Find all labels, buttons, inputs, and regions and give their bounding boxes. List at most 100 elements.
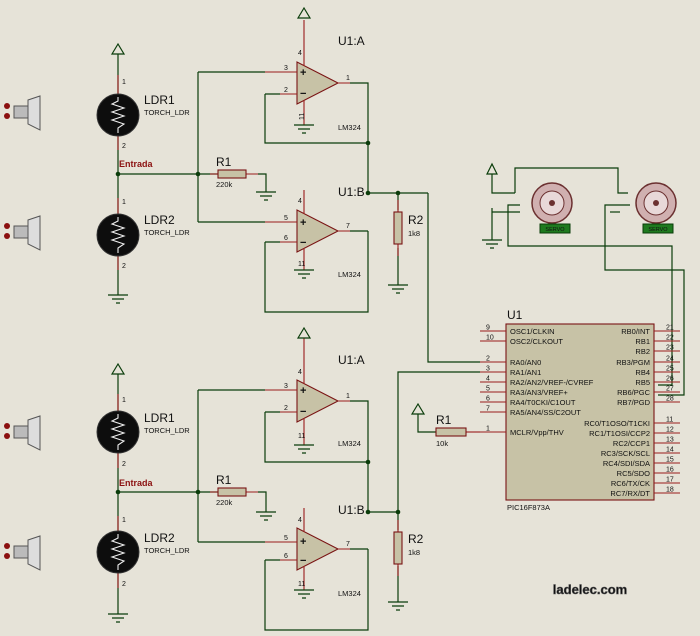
r2-value: 1k8 [408,548,420,557]
net-label-entrada: Entrada [119,478,154,488]
mcu-pin-25-label: RB4 [635,368,650,377]
ground-icon [294,589,314,599]
ldr2-name: LDR2 [144,213,175,227]
opamp-plus-sign: + [300,217,306,229]
ground-icon [108,613,128,623]
watermark-text: ladelec.com [553,582,627,597]
servo-1-label: SERVO [545,227,565,233]
r2-name: R2 [408,532,424,546]
mcu-pin-21-number: 21 [666,325,674,332]
u1a-pin-4: 4 [298,50,302,57]
mcu-pin-25-number: 25 [666,366,674,373]
mcu-pin-17-number: 17 [666,477,674,484]
ldr1-pin1: 1 [122,79,126,86]
torch-1[interactable] [4,95,41,131]
servo-1[interactable]: SERVO [531,182,573,234]
u1a-pin-3: 3 [284,383,288,390]
mcu-pin-3-label: RA1/AN1 [510,368,541,377]
u1b-pin-11: 11 [298,581,305,588]
opamp-u1a-symbol[interactable] [296,61,340,105]
u1a-name: U1:A [338,353,365,367]
u1b-pin-7: 7 [346,223,350,230]
u1b-type: LM324 [338,270,361,279]
ground-icon [388,601,408,611]
ground-icon [108,294,128,304]
ldr1-name: LDR1 [144,411,175,425]
opamp-plus-sign: + [300,536,306,548]
u1a-type: LM324 [338,123,361,132]
sensor-block-1: LDR1 TORCH_LDR LDR2 TORCH_LDR 1 2 1 2 En… [96,6,480,363]
ldr2-symbol[interactable] [96,530,140,574]
mcu-pin-7-label: RA5/AN4/SS/C2OUT [510,408,581,417]
r2-1k8-resistor[interactable] [393,211,403,245]
vcc-arrow-ldr-icon [110,42,126,56]
mcu-pin-14-number: 14 [666,447,674,454]
u1a-type: LM324 [338,439,361,448]
mclr-r-name: R1 [436,413,452,427]
u1a-pin-2: 2 [284,405,288,412]
u1a-pin-3: 3 [284,65,288,72]
mcu-pin-9-number: 9 [486,325,490,332]
mcu-pin-11-number: 11 [666,417,673,424]
mcu-pin-15-label: RC4/SDI/SDA [603,459,650,468]
mcu-pin-9-label: OSC1/CLKIN [510,327,555,336]
opamp-minus-sign: − [300,555,306,567]
opamp-u1b-symbol[interactable] [296,527,340,571]
ldr1-name: LDR1 [144,93,175,107]
ldr2-name: LDR2 [144,531,175,545]
mcu-pin-27-number: 27 [666,386,674,393]
ldr1-pin2: 2 [122,461,126,468]
mcu-pin-1-number: 1 [486,426,490,433]
r2-1k8-resistor[interactable] [393,531,403,565]
sensor-block-2: LDR1 TORCH_LDR LDR2 TORCH_LDR 1 2 1 2 En… [96,326,480,631]
mcu-pin-18-label: RC7/RX/DT [610,489,650,498]
ldr1-type: TORCH_LDR [144,426,190,435]
ldr2-symbol[interactable] [96,213,140,257]
mcu-pin-28-label: RB7/PGD [617,398,651,407]
u1b-pin-4: 4 [298,198,302,205]
opamp-minus-sign: − [300,88,306,100]
u1b-pin-7: 7 [346,541,350,548]
ldr2-type: TORCH_LDR [144,228,190,237]
mcu-right-pins: 21RB0/INT22RB123RB224RB3/PGM25RB426RB527… [584,325,680,498]
r1-220k-resistor[interactable] [217,169,247,179]
ldr2-type: TORCH_LDR [144,546,190,555]
mcu-pin-7-number: 7 [486,406,490,413]
mcu-pin-27-label: RB6/PGC [617,388,651,397]
mcu-pin-16-number: 16 [666,467,674,474]
ldr1-pin1: 1 [122,397,126,404]
torch-2[interactable] [4,215,41,251]
opamp-u1b-symbol[interactable] [296,209,340,253]
opamp-plus-sign: + [300,385,306,397]
u1b-pin-5: 5 [284,535,288,542]
opamp-u1a-symbol[interactable] [296,379,340,423]
r1-10k-resistor[interactable] [435,427,467,437]
mcu-pin-6-number: 6 [486,396,490,403]
ldr1-symbol[interactable] [96,410,140,454]
mcu-pin-10-label: OSC2/CLKOUT [510,337,563,346]
ldr2-pin1: 1 [122,517,126,524]
ldr1-symbol[interactable] [96,93,140,137]
mcu-type: PIC16F873A [507,503,550,512]
torch-3[interactable] [4,415,41,451]
mcu-pin-4-number: 4 [486,376,490,383]
u1a-pin-1: 1 [346,393,350,400]
servo-2[interactable]: SERVO [635,182,677,234]
net-label-entrada: Entrada [119,159,154,169]
mclr-pullup: R1 10k [410,402,480,448]
r1-220k-resistor[interactable] [217,487,247,497]
r1-name: R1 [216,473,232,487]
mcu-pin-2-label: RA0/AN0 [510,358,541,367]
u1a-pin-1: 1 [346,75,350,82]
torch-4[interactable] [4,535,41,571]
ground-icon [294,444,314,454]
mcu-pin-23-label: RB2 [635,347,650,356]
mcu-name: U1 [507,308,523,322]
u1b-pin-6: 6 [284,235,288,242]
u1b-name: U1:B [338,503,365,517]
vcc-arrow-ldr-icon [110,362,126,375]
opamp-plus-sign: + [300,67,306,79]
mcu-pin-26-number: 26 [666,376,674,383]
